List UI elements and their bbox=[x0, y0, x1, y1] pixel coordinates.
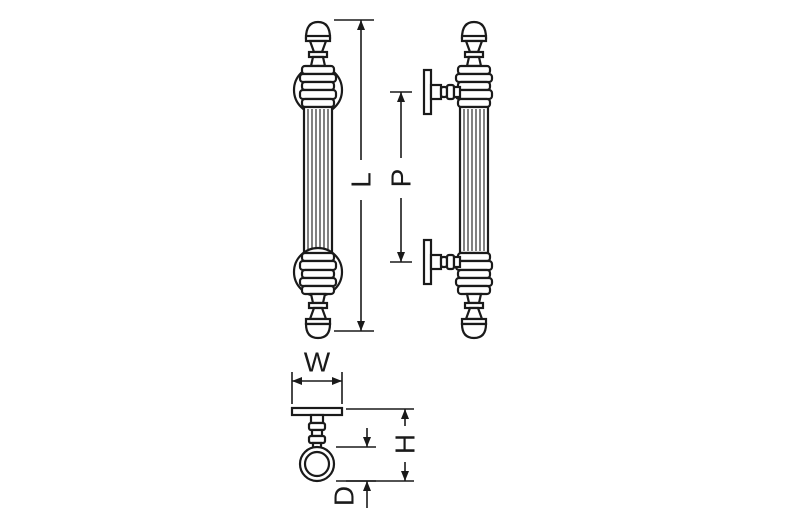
handle-front-view bbox=[292, 20, 344, 340]
handle-side-view bbox=[422, 20, 494, 340]
dimension-width: W bbox=[291, 347, 343, 404]
dimension-length: L bbox=[334, 19, 377, 332]
label-D: D bbox=[329, 486, 360, 506]
dimension-diameter: D bbox=[329, 428, 376, 508]
label-H: H bbox=[390, 434, 421, 454]
handle-end-view bbox=[290, 406, 344, 483]
dimension-height: H bbox=[346, 408, 421, 482]
label-L: L bbox=[346, 172, 377, 188]
label-W: W bbox=[304, 347, 331, 378]
label-P: P bbox=[386, 169, 417, 188]
dimension-pitch: P bbox=[386, 91, 417, 263]
